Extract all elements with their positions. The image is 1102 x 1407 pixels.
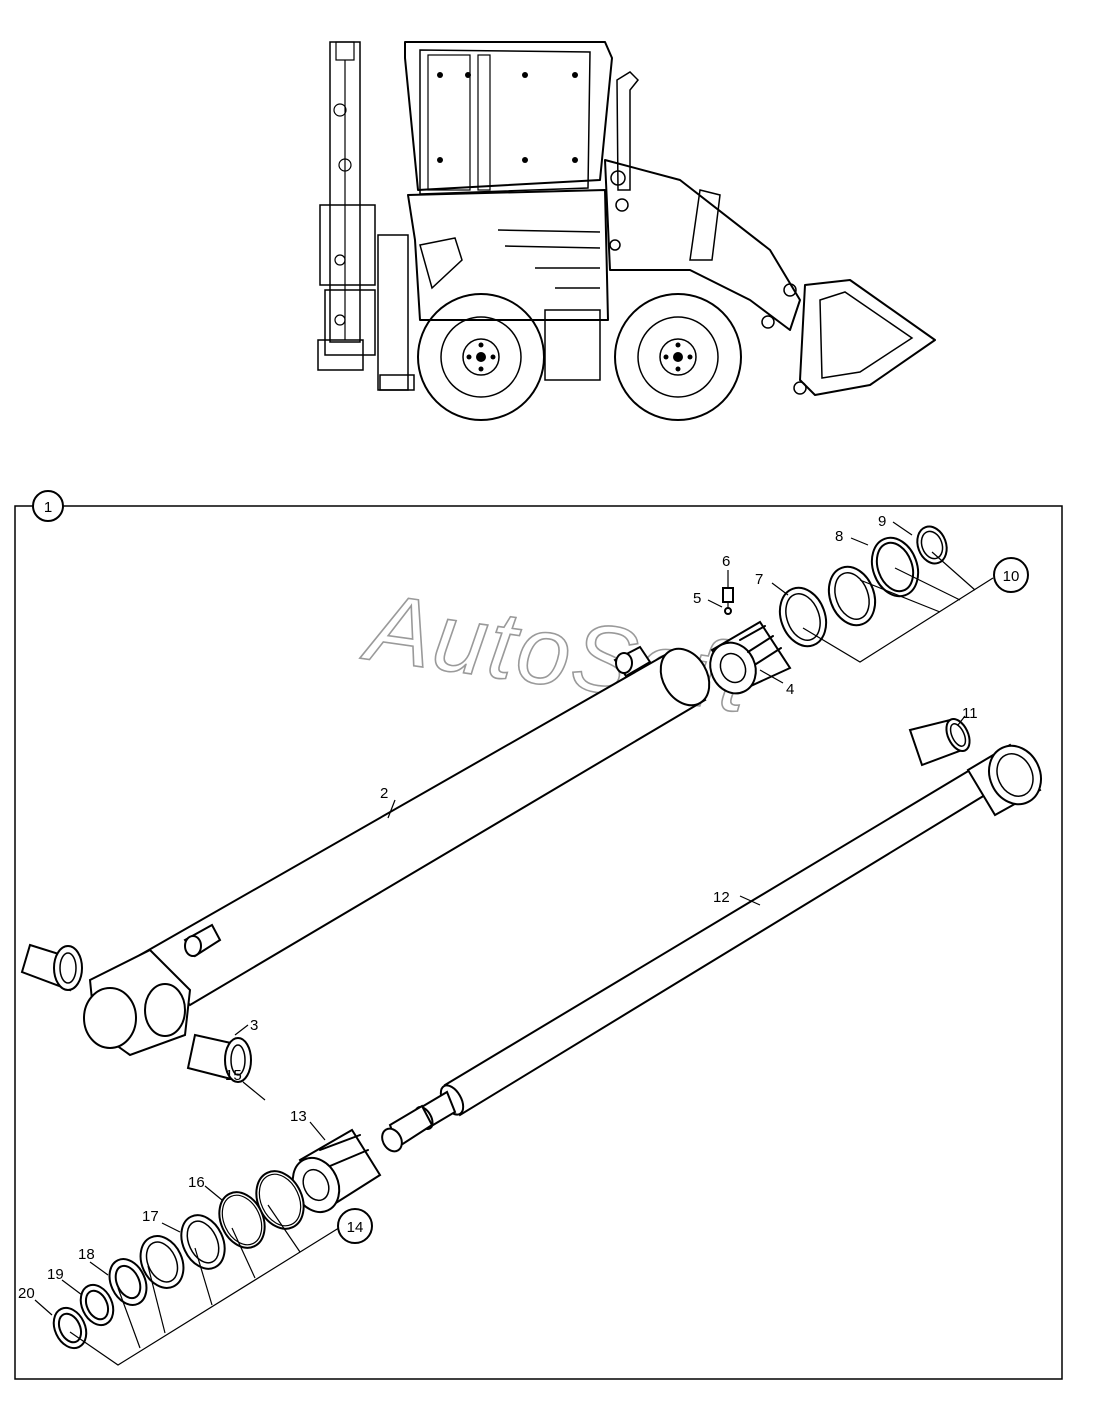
- frame-label: 1: [44, 499, 52, 516]
- callout-4: 4: [786, 681, 794, 698]
- seal-19: [79, 1283, 115, 1327]
- callout-13: 13: [290, 1108, 307, 1125]
- callout-6: 6: [722, 553, 730, 570]
- callout-20: 20: [18, 1285, 35, 1302]
- callout-2: 2: [380, 785, 388, 802]
- callout-16: 16: [188, 1174, 205, 1191]
- callout-8: 8: [835, 528, 843, 545]
- backhoe-arm: [317, 41, 376, 371]
- rear-wheel: [417, 293, 545, 421]
- seal-16: [218, 1191, 266, 1249]
- callout-18: 18: [78, 1246, 95, 1263]
- piston-13: [291, 1128, 382, 1214]
- cab: [404, 41, 613, 195]
- loader-bucket: [799, 279, 936, 396]
- gland-assembly: [709, 620, 792, 695]
- seal-17b: [139, 1235, 185, 1289]
- frame-label-circle: [32, 490, 64, 522]
- leader-lines: [34, 521, 994, 1366]
- seal-18: [108, 1258, 148, 1306]
- seal-9: [916, 525, 948, 565]
- callout-11: 11: [962, 705, 978, 722]
- backhoe-loader-illustration: [317, 41, 936, 421]
- callout-3: 3: [250, 1017, 258, 1034]
- callout-12: 12: [713, 889, 730, 906]
- callout-7: 7: [755, 571, 763, 588]
- callout-14-circle: [337, 1208, 373, 1244]
- seal-7: [778, 586, 828, 648]
- front-wheel: [614, 293, 742, 421]
- callout-15: 15: [225, 1067, 242, 1084]
- callout-14: 14: [347, 1219, 364, 1236]
- callout-10-circle: [993, 557, 1029, 593]
- loader-arm: [604, 159, 801, 331]
- diagram-frame: [14, 505, 1063, 1380]
- callout-10: 10: [1003, 568, 1020, 585]
- callout-19: 19: [47, 1266, 64, 1283]
- bushing-11: [908, 718, 971, 767]
- bushing-right: [186, 1033, 252, 1083]
- piston-rod: [381, 743, 1042, 1153]
- callout-9: 9: [878, 513, 886, 530]
- callout-5: 5: [693, 590, 701, 607]
- rear-frame: [377, 234, 409, 391]
- bushing-left: [20, 943, 83, 992]
- cylinder-barrel: [83, 645, 711, 1057]
- seal-17a: [180, 1214, 226, 1270]
- machine-body: [407, 71, 640, 381]
- seal-8: [870, 536, 920, 598]
- callout-17: 17: [142, 1208, 159, 1225]
- grease-fitting: [722, 587, 734, 615]
